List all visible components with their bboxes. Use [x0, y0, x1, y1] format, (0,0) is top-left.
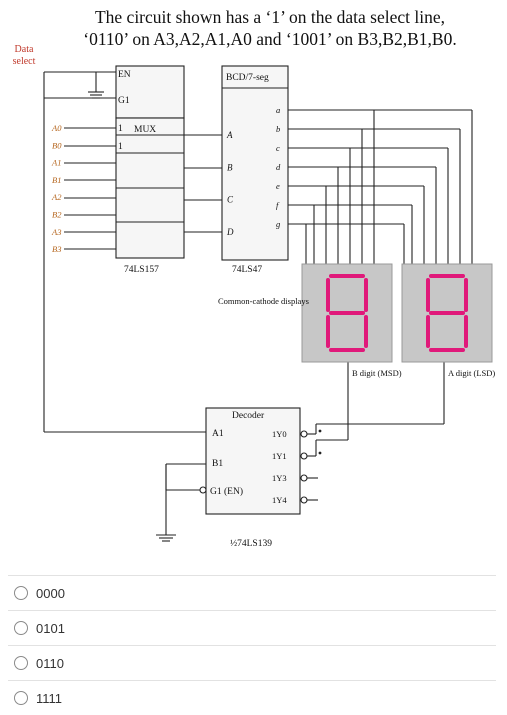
decoder-output-1y0: 1Y0 [272, 429, 287, 439]
answer-option-0101[interactable]: 0101 [14, 611, 494, 645]
option-label: 0000 [36, 585, 65, 601]
bcd-output-f: f [276, 200, 280, 210]
question-line-2: ‘0110’ on A3,A2,A1,A0 and ‘1001’ on B3,B… [83, 29, 457, 49]
mux-label: MUX [134, 125, 156, 135]
decoder-g1: G1 (EN) [210, 486, 243, 497]
decoder-output-1y3: 1Y3 [272, 473, 287, 483]
mux-en-label: EN [118, 70, 131, 80]
question-line-1: The circuit shown has a ‘1’ on the data … [94, 7, 446, 27]
decoder-output-1y1: 1Y1 [272, 451, 287, 461]
option-label: 1111 [36, 690, 63, 706]
bcd-output-c: c [276, 143, 280, 153]
mux-g1-label: G1 [118, 96, 130, 106]
bcd-input-a: A [226, 130, 233, 140]
separator [8, 680, 496, 681]
bcd-input-c: C [227, 195, 234, 205]
bcd-title: BCD/7-seg [226, 73, 269, 83]
radio-button[interactable] [14, 656, 28, 670]
mux-input-b3: B3 [52, 244, 61, 254]
answer-option-0000[interactable]: 0000 [14, 576, 494, 610]
decoder-title: Decoder [232, 411, 265, 421]
mux-input-a0: A0 [51, 123, 62, 133]
circuit-diagram: EN G1 MUX 1 1 74LS157 BCD/7-seg 74LS47 C… [43, 65, 495, 549]
radio-button[interactable] [14, 621, 28, 635]
a-digit-label: A digit (LSD) [448, 368, 495, 378]
option-label: 0101 [36, 620, 65, 636]
answer-option-0110[interactable]: 0110 [14, 646, 494, 680]
mux-input-a1: A1 [51, 158, 61, 168]
bcd-output-g: g [276, 219, 280, 229]
decoder-b1: B1 [212, 459, 223, 469]
bcd-output-b: b [276, 124, 280, 134]
bcd-output-a: a [276, 105, 280, 115]
bcd-output-d: d [276, 162, 281, 172]
data-select-label: Data select [12, 44, 36, 67]
mux-input-a2: A2 [51, 192, 62, 202]
displays-label: Common-cathode displays [218, 296, 309, 306]
b-digit-label: B digit (MSD) [352, 368, 402, 378]
bcd-input-d: D [226, 227, 234, 237]
decoder-output-1y4: 1Y4 [272, 495, 287, 505]
mux-input-a3: A3 [51, 227, 61, 237]
radio-button[interactable] [14, 586, 28, 600]
separator [8, 645, 496, 646]
mux-zero-label: 1 [118, 142, 123, 152]
bcd-output-e: e [276, 181, 280, 191]
bcd-input-b: B [227, 162, 233, 172]
decoder-part: ½74LS139 [230, 538, 272, 549]
mux-input-b0: B0 [52, 140, 62, 150]
bcd-part-label: 74LS47 [232, 265, 262, 275]
mux-one-label: 1 [118, 124, 123, 134]
separator [8, 575, 496, 576]
option-label: 0110 [36, 655, 64, 671]
answer-option-1111[interactable]: 1111 [14, 681, 494, 715]
mux-part-label: 74LS157 [124, 265, 159, 275]
radio-button[interactable] [14, 691, 28, 705]
mux-input-b2: B2 [52, 210, 62, 220]
question-text: The circuit shown has a ‘1’ on the data … [40, 6, 500, 50]
separator [8, 610, 496, 611]
mux-input-b1: B1 [52, 175, 61, 185]
decoder-a1: A1 [212, 429, 224, 439]
